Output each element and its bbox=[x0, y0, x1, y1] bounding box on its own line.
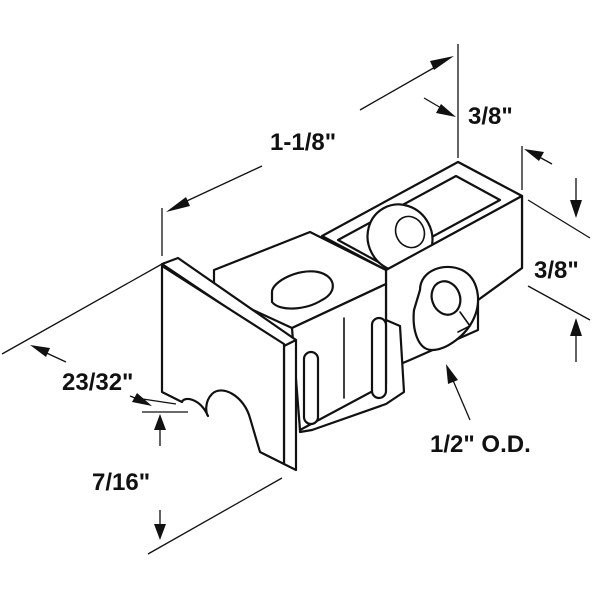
end-plate-side bbox=[282, 332, 298, 472]
length-dim-line-left bbox=[175, 165, 263, 207]
extension-lines bbox=[1, 44, 591, 555]
height-arrow-up bbox=[154, 414, 166, 430]
width-arrow-left bbox=[30, 345, 50, 357]
roller-wheel-hub bbox=[394, 215, 426, 249]
axle-clip bbox=[457, 311, 472, 333]
body-rib-2 bbox=[370, 316, 388, 400]
ext-side-upper bbox=[527, 199, 591, 239]
ext-width-back bbox=[1, 263, 163, 355]
length-arrow-left bbox=[166, 197, 190, 212]
end-plate-face bbox=[160, 264, 286, 466]
width-label: 23/32" bbox=[62, 369, 133, 396]
top-width-label: 3/8" bbox=[468, 103, 513, 130]
length-dim-line-right bbox=[359, 61, 445, 111]
length-arrow-right bbox=[430, 56, 454, 70]
dimension-labels: 1-1/8" 3/8" 3/8" 23/32" 7/16" 1/2" O.D. bbox=[62, 103, 579, 496]
ext-side-lower bbox=[527, 285, 591, 321]
side-arrow-down bbox=[570, 200, 582, 218]
wheel-leader-line bbox=[451, 377, 471, 421]
roller-assembly bbox=[160, 160, 524, 472]
wheel-diameter-label: 1/2" O.D. bbox=[430, 431, 531, 458]
axle-hole bbox=[430, 280, 462, 316]
top-arrow-right bbox=[524, 149, 544, 161]
side-arrow-up bbox=[570, 318, 582, 336]
adjustment-slot bbox=[270, 270, 334, 310]
height-label: 7/16" bbox=[92, 469, 150, 496]
ext-height-bottom bbox=[147, 477, 283, 555]
body-rib-1 bbox=[302, 350, 320, 426]
wheel-leader-arrow bbox=[446, 364, 458, 384]
top-arrow-left bbox=[436, 104, 456, 117]
dimension-arrows bbox=[30, 56, 582, 540]
length-label: 1-1/8" bbox=[270, 129, 336, 156]
height-arrow-down bbox=[154, 524, 166, 540]
width-arrow-right bbox=[132, 393, 152, 406]
side-height-label: 3/8" bbox=[534, 257, 579, 284]
